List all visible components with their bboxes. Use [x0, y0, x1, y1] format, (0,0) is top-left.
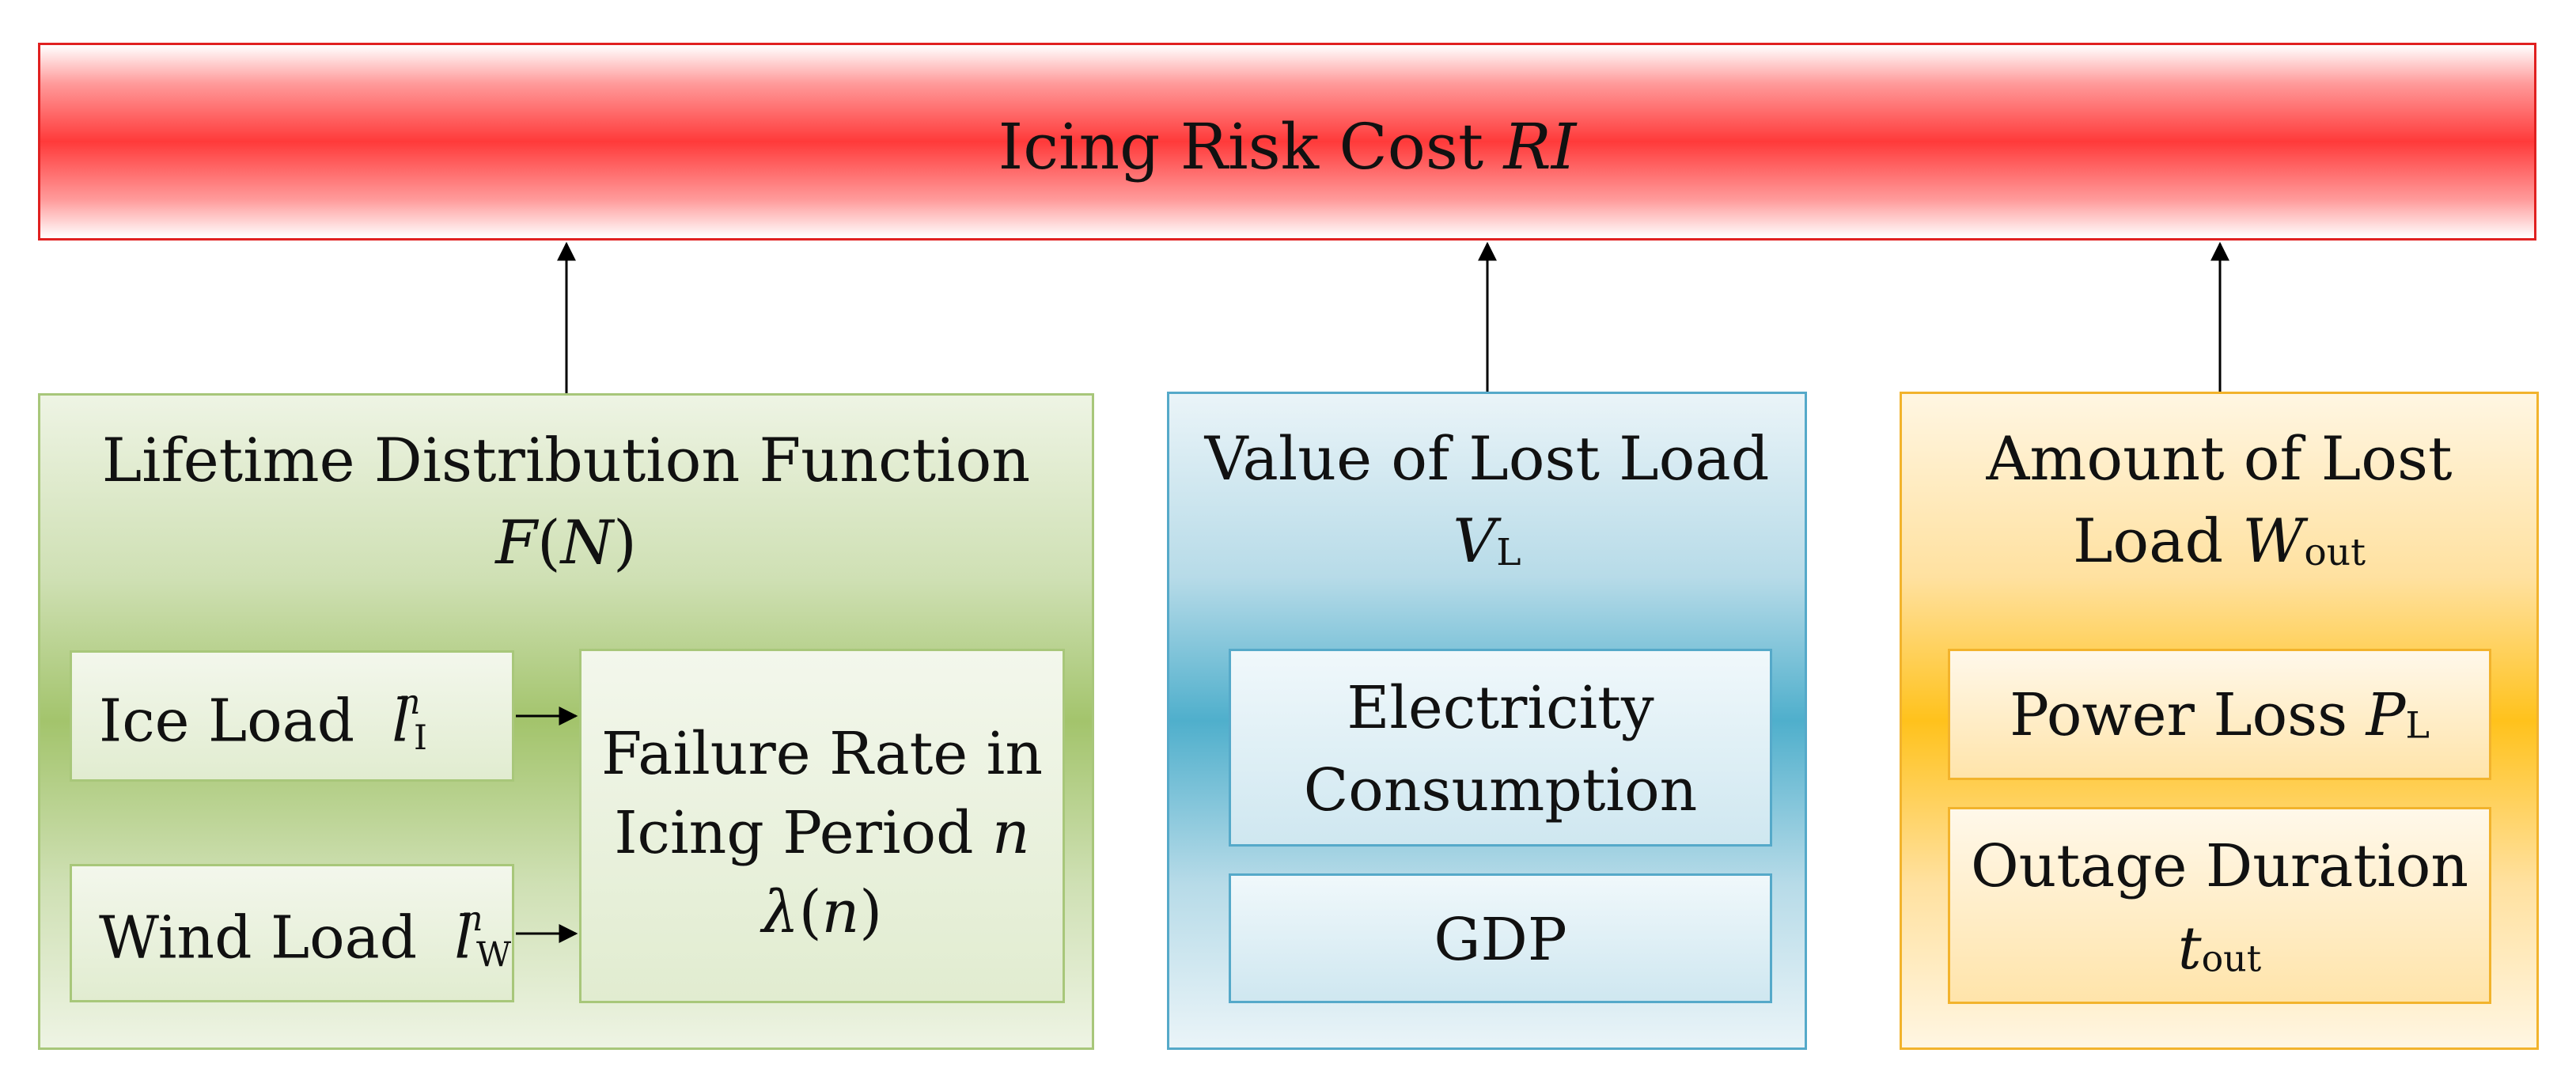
electricity-consumption-box: Electricity Consumption: [1229, 649, 1772, 847]
risk-cost-text: Icing Risk Cost: [998, 110, 1484, 184]
failure-rate-box: Failure Rate in Icing Period n λ(n): [579, 649, 1065, 1003]
icing-risk-cost-label: Icing Risk Cost RI: [40, 110, 2534, 184]
value-lost-load-title: Value of Lost Load VL: [1204, 423, 1770, 576]
risk-cost-variable: RI: [1503, 110, 1577, 184]
lifetime-title-text: Lifetime Distribution Function: [101, 425, 1031, 495]
lifetime-function-expr: F(N): [495, 507, 637, 578]
electricity-consumption-label: Electricity Consumption: [1303, 674, 1698, 824]
outage-duration-label: Outage Duration tout: [1971, 832, 2468, 983]
icing-risk-cost-box: Icing Risk Cost RI: [38, 43, 2536, 241]
failure-rate-label: Failure Rate in Icing Period n λ(n): [600, 720, 1044, 946]
ice-load-box: Ice Load lnI: [70, 650, 514, 782]
wind-load-box: Wind Load lnW: [70, 864, 514, 1002]
gdp-label: GDP: [1434, 906, 1567, 974]
power-loss-box: Power Loss PL: [1948, 649, 2491, 780]
gdp-box: GDP: [1229, 873, 1772, 1003]
wind-load-label: Wind Load lnW: [99, 900, 512, 975]
outage-duration-box: Outage Duration tout: [1948, 807, 2491, 1004]
power-loss-label: Power Loss PL: [2010, 681, 2430, 749]
lifetime-distribution-title: Lifetime Distribution Function F(N): [40, 419, 1092, 584]
amount-lost-load-title: Amount of Lost Load Wout: [1986, 423, 2453, 576]
ice-load-label: Ice Load lnI: [99, 683, 427, 759]
